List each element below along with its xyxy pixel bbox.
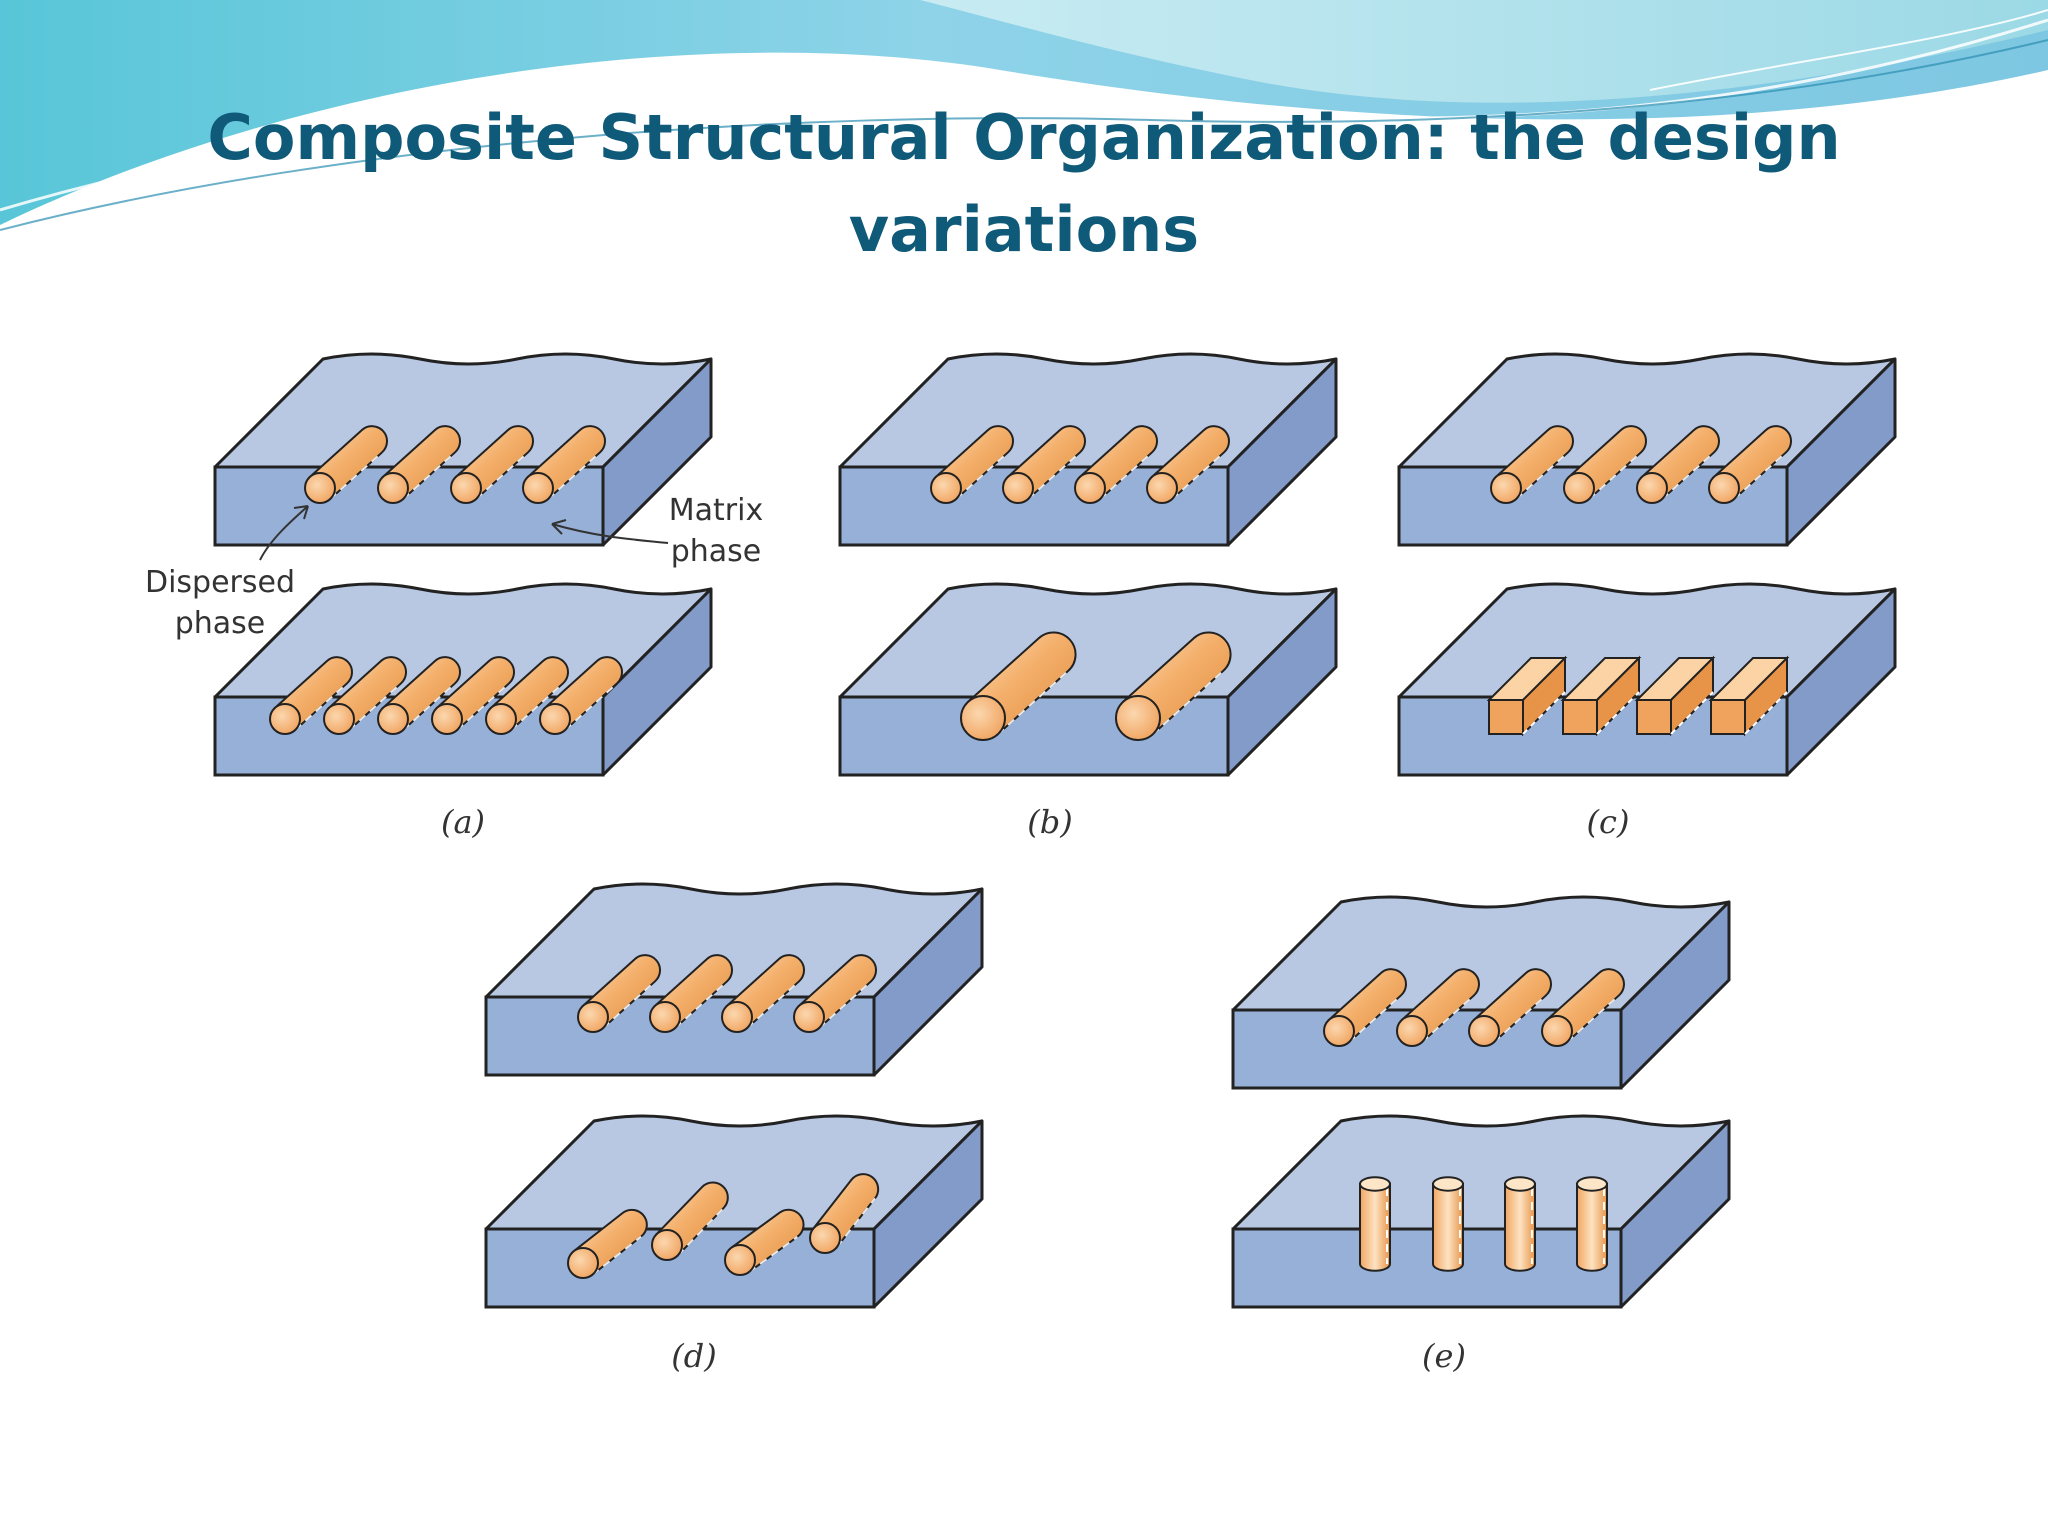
dispersed-vertical-fiber bbox=[1359, 1176, 1391, 1272]
dispersed-fiber bbox=[930, 425, 1015, 504]
matrix-slab-a-top bbox=[213, 352, 713, 547]
dispersed-fiber bbox=[793, 954, 877, 1033]
panel-label-d: (d) bbox=[671, 1337, 716, 1375]
dispersed-fiber bbox=[567, 1208, 648, 1279]
header-wave-decoration bbox=[0, 0, 2048, 231]
dispersed-particle bbox=[1560, 655, 1642, 737]
dispersed-fiber bbox=[450, 425, 534, 504]
matrix-phase-arrow bbox=[551, 523, 669, 544]
panel-label-e: (e) bbox=[1422, 1337, 1466, 1375]
dispersed-fiber bbox=[431, 656, 515, 735]
dispersed-fiber bbox=[1636, 425, 1721, 504]
dispersed-vertical-fiber bbox=[1504, 1176, 1536, 1272]
dispersed-phase-arrowhead bbox=[293, 505, 309, 520]
dispersed-fiber bbox=[1323, 968, 1408, 1047]
panel-label-b: (b) bbox=[1027, 803, 1072, 841]
dispersed-phase-callout: Dispersed phase bbox=[145, 505, 309, 641]
dispersed-fiber bbox=[809, 1173, 880, 1254]
dispersed-particle bbox=[1634, 655, 1716, 737]
matrix-slab-d-bottom bbox=[484, 1114, 984, 1309]
dispersed-fiber bbox=[1115, 631, 1232, 741]
dispersed-phase-arrow bbox=[259, 505, 309, 561]
dispersed-vertical-fiber bbox=[1432, 1176, 1464, 1272]
dispersed-fiber bbox=[323, 656, 407, 735]
dispersed-fiber bbox=[1146, 425, 1231, 504]
matrix-slab-e-top bbox=[1231, 895, 1731, 1090]
dispersed-fiber bbox=[377, 425, 461, 504]
dispersed-fiber bbox=[651, 1181, 729, 1261]
dispersed-fiber bbox=[577, 954, 661, 1033]
dispersed-phase-label-line2: phase bbox=[175, 606, 266, 641]
slide-title: Composite Structural Organization: the d… bbox=[207, 101, 1841, 266]
matrix-slab-d-top bbox=[484, 882, 984, 1077]
dispersed-fiber bbox=[1074, 425, 1159, 504]
dispersed-fiber bbox=[1396, 968, 1481, 1047]
dispersed-fiber bbox=[539, 656, 623, 735]
matrix-slab-e-bottom bbox=[1231, 1114, 1731, 1309]
matrix-slab-b-top bbox=[838, 352, 1338, 547]
dispersed-fiber bbox=[721, 954, 805, 1033]
dispersed-particle bbox=[1708, 655, 1790, 737]
dispersed-fiber bbox=[304, 425, 388, 504]
dispersed-fiber bbox=[1490, 425, 1575, 504]
panel-label-c: (c) bbox=[1587, 803, 1630, 841]
matrix-phase-arrowhead bbox=[551, 519, 567, 535]
dispersed-fiber bbox=[1468, 968, 1553, 1047]
matrix-slab-c-top bbox=[1397, 352, 1897, 547]
dispersed-fiber bbox=[269, 656, 353, 735]
dispersed-fiber bbox=[1541, 968, 1626, 1047]
dispersed-fiber bbox=[377, 656, 461, 735]
dispersed-fiber bbox=[724, 1208, 805, 1276]
dispersed-fiber bbox=[1563, 425, 1648, 504]
dispersed-vertical-fiber bbox=[1576, 1176, 1608, 1272]
matrix-phase-callout: Matrix phase bbox=[551, 493, 763, 569]
matrix-phase-label-line1: Matrix bbox=[669, 493, 763, 528]
dispersed-fiber bbox=[649, 954, 733, 1033]
panel-label-a: (a) bbox=[441, 803, 485, 841]
dispersed-fiber bbox=[1002, 425, 1087, 504]
matrix-slabs bbox=[213, 352, 1897, 1309]
dispersed-fiber bbox=[960, 631, 1077, 741]
dispersed-fiber bbox=[522, 425, 606, 504]
dispersed-fiber bbox=[1708, 425, 1793, 504]
matrix-phase-label-line2: phase bbox=[671, 534, 762, 569]
matrix-slab-b-bottom bbox=[838, 582, 1338, 777]
matrix-slab-c-bottom bbox=[1397, 582, 1897, 777]
dispersed-particle bbox=[1486, 655, 1568, 737]
dispersed-phase-label-line1: Dispersed bbox=[145, 565, 295, 600]
dispersed-fiber bbox=[485, 656, 569, 735]
matrix-slab-a-bottom bbox=[213, 582, 713, 777]
